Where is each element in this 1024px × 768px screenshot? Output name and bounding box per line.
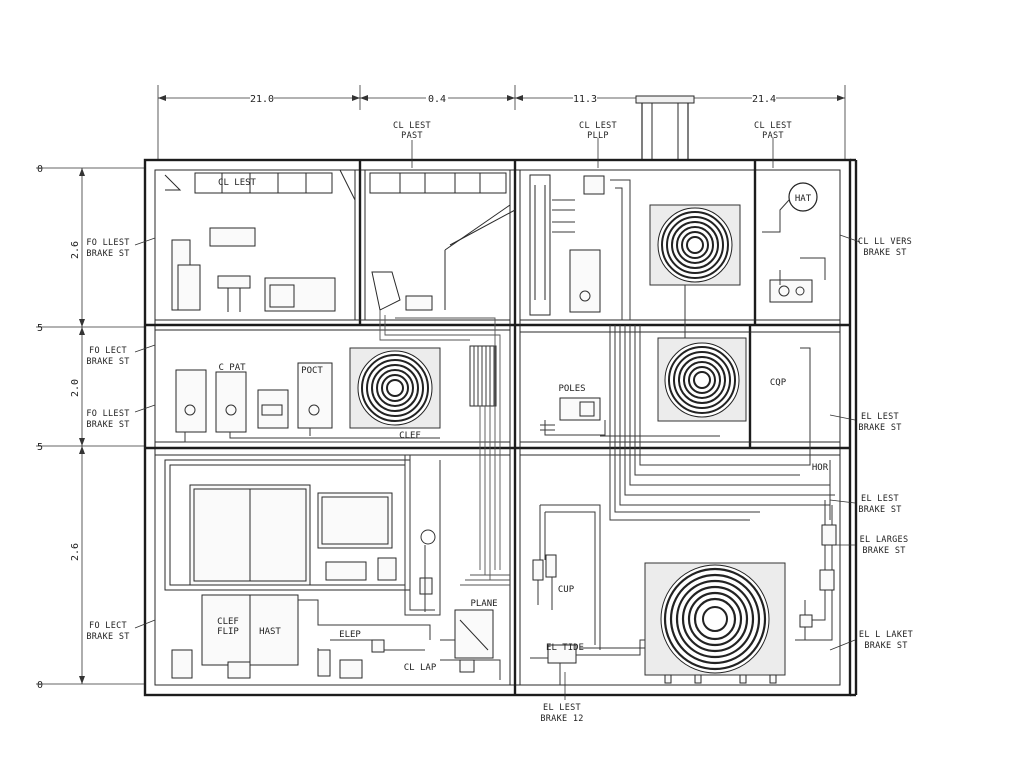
side-dim-3: 2.6 (70, 543, 81, 561)
callout-right-4-line1: EL LARGES (860, 535, 909, 545)
room-tag-h: HAST (259, 627, 281, 637)
center-pipe-riser (379, 310, 510, 586)
room-tag-m: CUP (558, 585, 575, 595)
side-dim-2: 2.0 (70, 379, 81, 397)
dim-label-4: 21.4 (752, 94, 776, 105)
mechanical-shaft (529, 174, 631, 320)
callout-right-1-line1: CL LL VERS (858, 237, 912, 247)
fan-unit-4 (644, 562, 786, 684)
level-label-3: 5 (37, 442, 43, 453)
room-tag-d: CQP (770, 378, 787, 388)
room-tag-a: CL LEST (218, 178, 257, 188)
room-top-left (164, 169, 356, 320)
room-bottom-left (164, 455, 441, 679)
level-label-2: 5 (37, 323, 43, 334)
left-callouts: FO LLEST BRAKE ST FO LECT BRAKE ST FO LL… (86, 238, 129, 642)
callout-right-3-line1: EL LEST (861, 494, 899, 504)
callout-left-4-line1: FO LECT (89, 621, 127, 631)
top-callouts: CL LEST PAST CL LEST PLLP CL LEST PAST (393, 121, 792, 141)
level-label-1: 0 (37, 164, 43, 175)
room-tags: CL LEST POLES POCT CQP HOR C PAT CLEF HA… (217, 178, 829, 673)
callout-left-2-line1: FO LECT (89, 346, 127, 356)
callout-left-1-line2: BRAKE ST (86, 249, 129, 259)
callout-right-4-line2: BRAKE ST (862, 546, 905, 556)
room-tag-k: EL TIDE (546, 643, 584, 653)
callout-bottom-line2: BRAKE 12 (540, 714, 583, 724)
callout-left-4-line2: BRAKE ST (86, 632, 129, 642)
level-label-4: 0 (37, 680, 43, 691)
callout-top-mid-1-line1: CL LEST (393, 121, 431, 131)
fan-unit-3 (657, 337, 747, 422)
callout-right-2-line2: BRAKE ST (858, 423, 901, 433)
callout-left-2-line2: BRAKE ST (86, 357, 129, 367)
right-callouts: CL LL VERS BRAKE ST EL LEST BRAKE ST EL … (858, 237, 913, 651)
room-mid-left (175, 362, 440, 443)
room-tag-e: HOR (812, 463, 829, 473)
callout-top-mid-2-line1: CL LEST (579, 121, 617, 131)
fan-unit-1 (649, 204, 741, 345)
callout-right-1-line2: BRAKE ST (863, 248, 906, 258)
callout-left-1-line1: FO LLEST (86, 238, 129, 248)
room-tag-i: ELEP (339, 630, 361, 640)
dim-label-2: 0.4 (428, 94, 446, 105)
top-dimension-line: 21.0 0.4 11.3 21.4 (157, 85, 846, 160)
room-tag-l: PLANE (470, 599, 497, 609)
room-tag-g: CLEF (217, 617, 239, 627)
callout-top-mid-2-line2: PLLP (587, 131, 609, 141)
room-tag-o: FLIP (217, 627, 239, 637)
fan-coil-3 (664, 342, 740, 418)
callout-right-3-line2: BRAKE ST (858, 505, 901, 515)
hat-room: HAT (762, 182, 826, 303)
callout-top-right-line2: PAST (762, 131, 784, 141)
outer-walls (143, 158, 858, 697)
room-mid-right (540, 325, 835, 521)
bottom-callout: EL LEST BRAKE 12 (540, 703, 583, 724)
callout-bottom-line1: EL LEST (543, 703, 581, 713)
callout-leaders (134, 138, 861, 700)
callout-top-right-line1: CL LEST (754, 121, 792, 131)
vent-stack (635, 95, 695, 161)
callout-left-3-line1: FO LLEST (86, 409, 129, 419)
room-tag-f: C PAT (218, 363, 246, 373)
side-dim-1: 2.6 (70, 241, 81, 259)
fan-unit-2 (349, 347, 441, 429)
callout-right-5-line2: BRAKE ST (864, 641, 907, 651)
room-tag-b: POLES (558, 384, 585, 394)
left-level-markers: 0 5 5 0 2.6 2.0 2.6 (36, 164, 145, 691)
room-top-middle (369, 172, 516, 311)
callout-right-5-line1: EL L LAKET (859, 630, 913, 640)
fan-coil-4 (660, 564, 770, 674)
room-bottom-center (440, 609, 501, 680)
fan-coil-1 (657, 207, 733, 283)
dim-label-3: 11.3 (573, 94, 597, 105)
callout-left-3-line2: BRAKE ST (86, 420, 129, 430)
room-tag-n: CLEF (399, 431, 421, 441)
dim-label-1: 21.0 (250, 94, 274, 105)
room-tag-j: CL LAP (404, 663, 437, 673)
callout-top-mid-1-line2: PAST (401, 131, 423, 141)
room-tag-c: POCT (301, 366, 323, 376)
fan-coil-2 (357, 350, 433, 426)
callout-right-2-line1: EL LEST (861, 412, 899, 422)
hat-label: HAT (795, 194, 812, 204)
